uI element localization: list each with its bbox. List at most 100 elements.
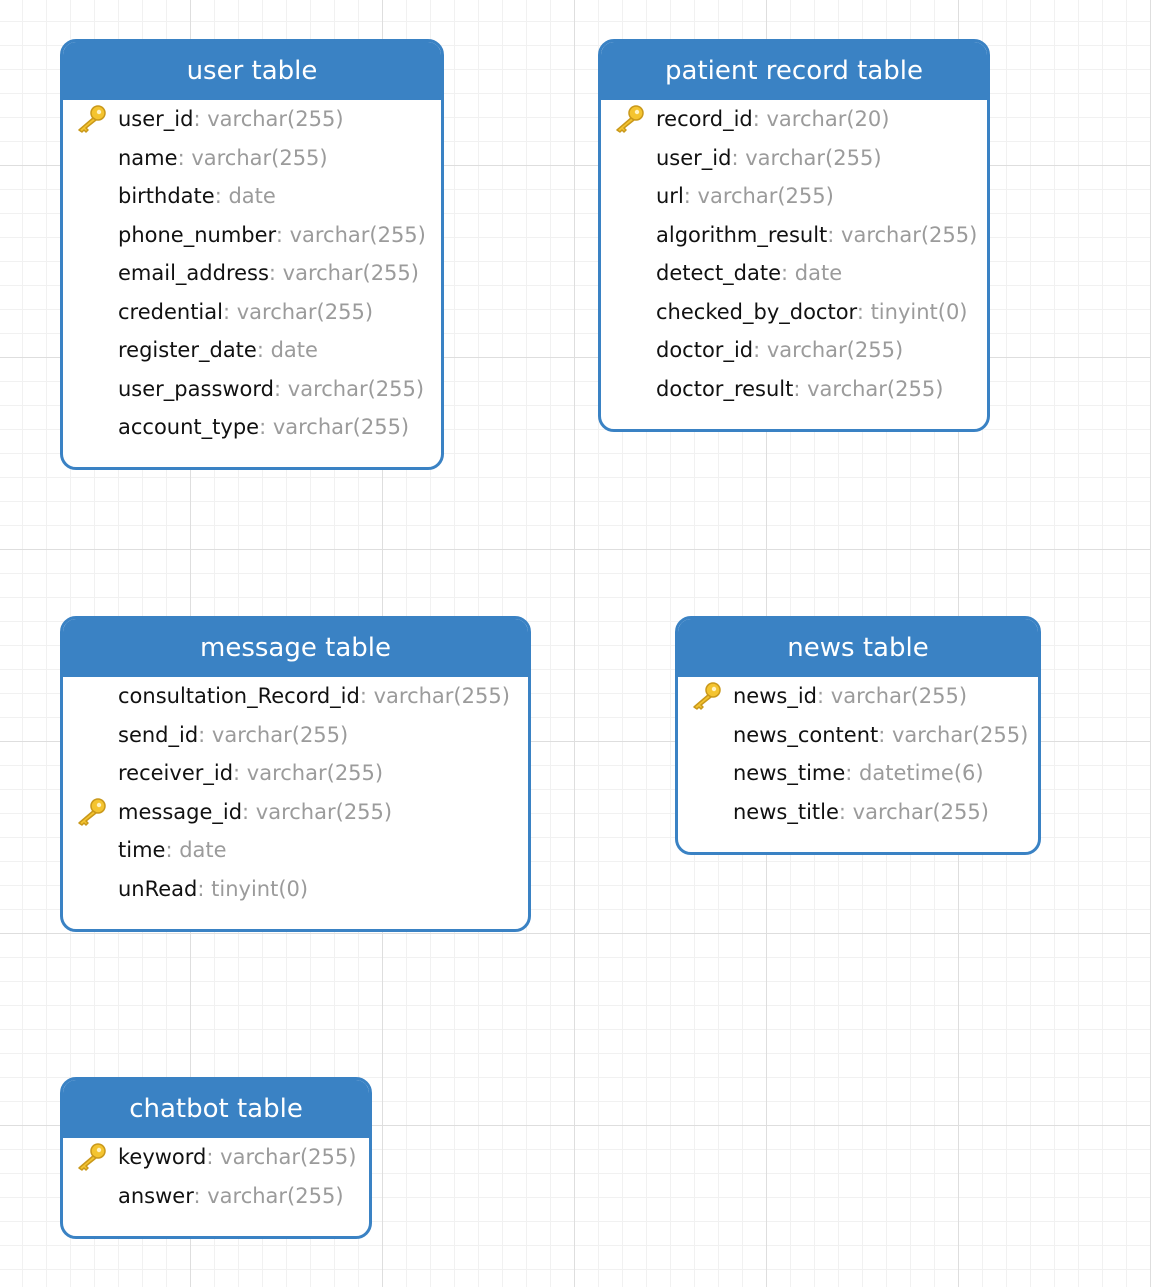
field-name: send_id: [118, 722, 199, 747]
field-name: checked_by_doctor: [656, 299, 857, 324]
patient-record-table[interactable]: patient record table record_id: varchar(…: [598, 39, 990, 432]
patient-record-table-fields: record_id: varchar(20) user_id: varchar(…: [601, 100, 987, 408]
field-row[interactable]: news_id: varchar(255): [678, 677, 1038, 716]
field-type: : varchar(255): [177, 145, 328, 170]
field-type: : varchar(255): [268, 261, 419, 285]
field-name: email_address: [118, 261, 269, 285]
field-name: news_id: [733, 684, 818, 708]
patient-record-table-title: patient record table: [601, 42, 987, 100]
field-type: : varchar(255): [753, 338, 904, 362]
news-table-title: news table: [678, 619, 1038, 677]
field-type: : date: [214, 184, 276, 208]
field-type: : tinyint(0): [856, 299, 968, 324]
field-row[interactable]: algorithm_result: varchar(255): [601, 216, 987, 255]
field-row[interactable]: answer: varchar(255): [63, 1177, 369, 1216]
field-row[interactable]: email_address: varchar(255): [63, 254, 441, 293]
field-name: time: [118, 838, 166, 862]
user-table[interactable]: user table user_id: varchar(255) name: v…: [60, 39, 444, 470]
field-name: news_time: [733, 761, 846, 785]
field-type: : tinyint(0): [197, 876, 309, 901]
field-name: unRead: [118, 876, 198, 901]
field-type: : varchar(255): [259, 415, 410, 439]
field-row[interactable]: consultation_Record_id: varchar(255): [63, 677, 528, 716]
field-row[interactable]: register_date: date: [63, 331, 441, 370]
field-type: : varchar(255): [222, 299, 374, 324]
field-type: : varchar(255): [206, 1145, 357, 1169]
key-icon: [78, 1143, 106, 1171]
field-row[interactable]: phone_number: varchar(255): [63, 216, 441, 255]
field-name: doctor_result: [656, 376, 794, 401]
field-type: : varchar(255): [827, 222, 978, 247]
user-table-fields: user_id: varchar(255) name: varchar(255)…: [63, 100, 441, 447]
field-row[interactable]: checked_by_doctor: tinyint(0): [601, 293, 987, 332]
chatbot-table-title: chatbot table: [63, 1080, 369, 1138]
key-icon: [78, 105, 106, 133]
field-row[interactable]: receiver_id: varchar(255): [63, 754, 528, 793]
field-row[interactable]: message_id: varchar(255): [63, 793, 528, 832]
news-table[interactable]: news table news_id: varchar(255) news_co…: [675, 616, 1041, 855]
field-type: : varchar(255): [817, 684, 968, 708]
field-row[interactable]: doctor_id: varchar(255): [601, 331, 987, 370]
field-type: : date: [781, 261, 843, 285]
field-name: detect_date: [656, 261, 782, 285]
message-table-fields: consultation_Record_id: varchar(255) sen…: [63, 677, 528, 908]
field-row[interactable]: send_id: varchar(255): [63, 716, 528, 755]
field-name: credential: [118, 299, 223, 324]
field-type: : varchar(255): [838, 799, 989, 824]
field-type: : varchar(255): [198, 722, 349, 747]
field-row[interactable]: news_time: datetime(6): [678, 754, 1038, 793]
field-row[interactable]: user_id: varchar(255): [63, 100, 441, 139]
field-row[interactable]: credential: varchar(255): [63, 293, 441, 332]
field-row[interactable]: url: varchar(255): [601, 177, 987, 216]
field-type: : varchar(255): [233, 761, 384, 785]
message-table[interactable]: message table consultation_Record_id: va…: [60, 616, 531, 932]
field-name: news_content: [733, 722, 879, 747]
field-name: user_id: [118, 107, 194, 131]
field-type: : date: [256, 338, 318, 362]
field-name: news_title: [733, 799, 839, 824]
field-row[interactable]: unRead: tinyint(0): [63, 870, 528, 909]
field-type: : varchar(255): [731, 145, 882, 170]
field-type: : varchar(255): [878, 722, 1029, 747]
field-name: message_id: [118, 799, 243, 824]
chatbot-table[interactable]: chatbot table keyword: varchar(255) answ…: [60, 1077, 372, 1239]
field-row[interactable]: news_title: varchar(255): [678, 793, 1038, 832]
field-type: : varchar(255): [274, 376, 425, 401]
news-table-fields: news_id: varchar(255) news_content: varc…: [678, 677, 1038, 831]
field-type: : varchar(255): [193, 1183, 344, 1208]
field-type: : varchar(255): [275, 222, 426, 247]
field-row[interactable]: time: date: [63, 831, 528, 870]
field-name: user_password: [118, 376, 275, 401]
field-row[interactable]: record_id: varchar(20): [601, 100, 987, 139]
field-name: receiver_id: [118, 761, 234, 785]
key-icon: [78, 797, 106, 826]
field-row[interactable]: account_type: varchar(255): [63, 408, 441, 447]
key-icon: [616, 105, 644, 133]
field-row[interactable]: detect_date: date: [601, 254, 987, 293]
field-type: : date: [165, 838, 227, 862]
field-type: : varchar(255): [242, 799, 393, 824]
field-name: answer: [118, 1183, 194, 1208]
field-name: register_date: [118, 338, 257, 362]
field-name: record_id: [656, 107, 753, 131]
field-row[interactable]: user_password: varchar(255): [63, 370, 441, 409]
message-table-title: message table: [63, 619, 528, 677]
user-table-title: user table: [63, 42, 441, 100]
field-type: : varchar(20): [752, 107, 890, 131]
field-type: : varchar(255): [193, 107, 344, 131]
field-type: : varchar(255): [683, 184, 834, 208]
field-row[interactable]: name: varchar(255): [63, 139, 441, 178]
field-name: doctor_id: [656, 338, 754, 362]
field-type: : varchar(255): [359, 684, 510, 708]
field-row[interactable]: keyword: varchar(255): [63, 1138, 369, 1177]
field-name: consultation_Record_id: [118, 684, 360, 708]
field-name: user_id: [656, 145, 732, 170]
field-type: : varchar(255): [793, 376, 944, 401]
key-icon: [693, 682, 721, 710]
field-row[interactable]: user_id: varchar(255): [601, 139, 987, 178]
field-row[interactable]: birthdate: date: [63, 177, 441, 216]
field-row[interactable]: doctor_result: varchar(255): [601, 370, 987, 409]
field-type: : datetime(6): [845, 761, 984, 785]
field-row[interactable]: news_content: varchar(255): [678, 716, 1038, 755]
